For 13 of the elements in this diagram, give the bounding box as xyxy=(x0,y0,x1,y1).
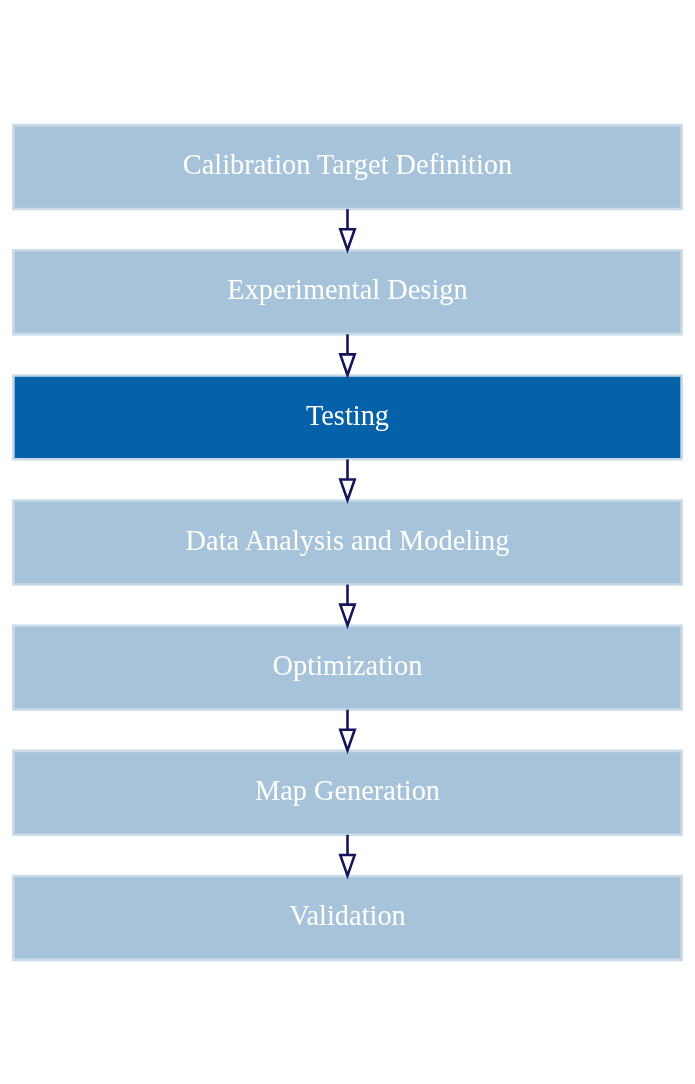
arrow xyxy=(338,458,357,504)
node-box: Testing xyxy=(12,373,683,461)
arrow xyxy=(338,834,357,879)
node-box: Data Analysis and Modeling xyxy=(12,498,683,586)
arrow xyxy=(338,333,357,379)
arrow xyxy=(338,584,357,629)
node-box: Experimental Design xyxy=(12,248,683,335)
arrow xyxy=(338,709,357,754)
node-box: Calibration Target Definition xyxy=(12,123,683,210)
node-box: Map Generation xyxy=(12,749,683,836)
node-box: Validation xyxy=(12,874,683,961)
arrow xyxy=(338,208,357,254)
node-box: Optimization xyxy=(12,623,683,711)
